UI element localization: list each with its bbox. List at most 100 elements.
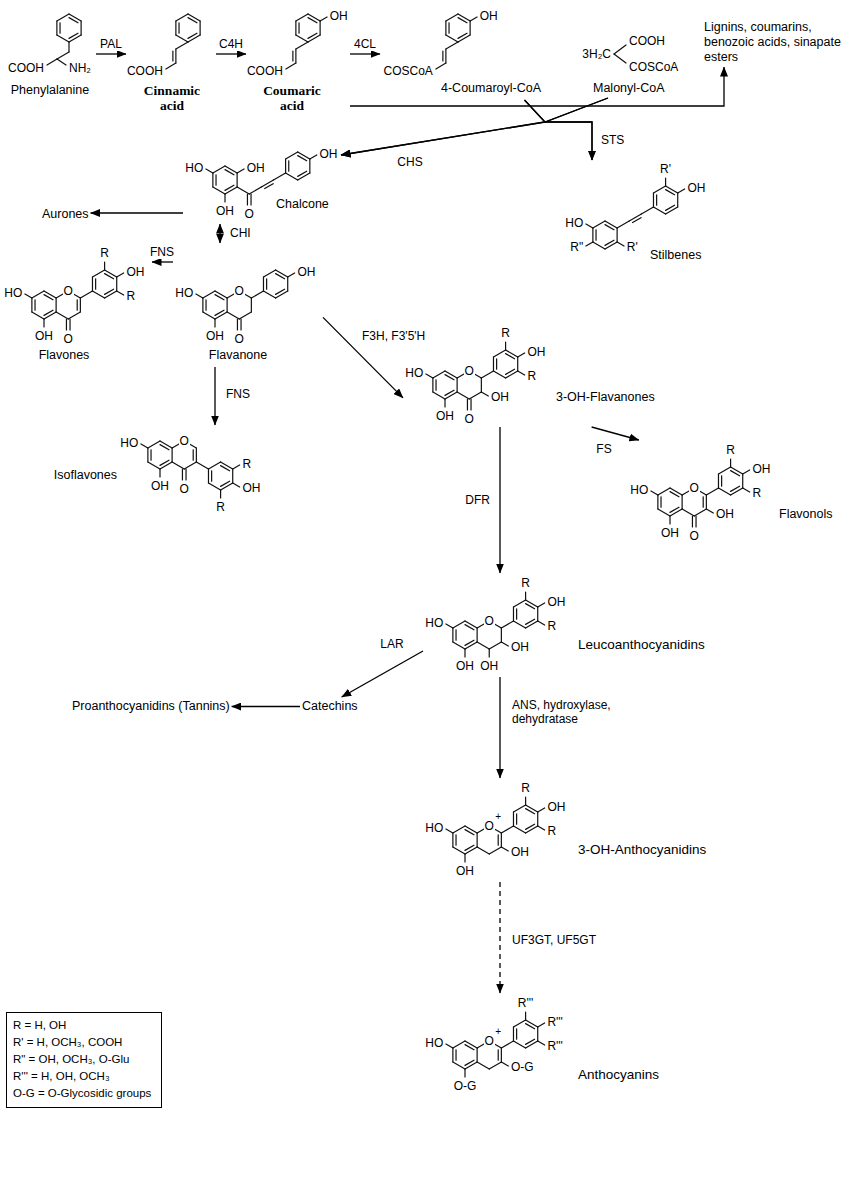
atom-label: O [179, 482, 190, 496]
bond-line [193, 450, 194, 460]
bond-line [32, 312, 44, 319]
bond-line [477, 833, 478, 847]
bond-line [232, 469, 233, 483]
bond-line [605, 225, 614, 230]
bond-line [188, 33, 197, 38]
bond-line [205, 300, 206, 310]
atom-label: R [520, 576, 531, 590]
bond-line [498, 835, 499, 845]
compound-structure: R'OHHOR'R"Stilbenes [563, 160, 711, 264]
bond-line [208, 469, 209, 483]
bond-line [513, 1020, 525, 1027]
bond-line [455, 835, 456, 845]
enzyme-label: F3H, F3'5'H [360, 329, 427, 343]
bond-line [69, 35, 81, 42]
compound-structure: COOHNH₂Phenylalanine [4, 8, 96, 100]
bond-line [446, 14, 458, 21]
atom-label: O [484, 819, 495, 833]
bond-line [465, 640, 474, 645]
bond-line [513, 621, 525, 628]
bond-line [296, 42, 308, 49]
bond-line [34, 300, 35, 310]
compound-name: Isoflavones [53, 468, 118, 483]
atom-label: R''' [517, 996, 535, 1010]
bond-line [695, 516, 696, 527]
bond-line [444, 399, 445, 407]
enzyme-label: PAL [98, 37, 124, 51]
bond-line [586, 242, 593, 246]
bond-line [657, 495, 658, 509]
bond-line [465, 847, 477, 854]
bond-line [525, 797, 526, 805]
bond-line [57, 35, 69, 42]
bond-line [285, 159, 286, 173]
bond-line [718, 488, 730, 495]
bond-line [506, 350, 518, 357]
enzyme-label: FNS [224, 387, 252, 401]
atom-label: COSCoA [628, 60, 679, 74]
bond-line [731, 467, 743, 474]
bond-line [465, 642, 477, 649]
bond-line [731, 486, 740, 491]
bond-line [506, 371, 518, 378]
bond-line [172, 51, 173, 61]
compound-structure: 3H₂CCOOHCOSCoAMalonyl-CoA [572, 24, 692, 98]
atom-label: OH [660, 526, 680, 540]
bond-line [446, 35, 458, 42]
bond-line [658, 488, 670, 495]
bond-line [465, 625, 474, 630]
enzyme-label: DFR [463, 493, 492, 507]
atom-label: 3H₂C [581, 47, 612, 61]
compound-name: Anthocyanins [577, 1067, 660, 1083]
bond-line [538, 808, 545, 812]
bond-line [298, 173, 310, 180]
bond-line [526, 621, 538, 628]
bond-line [526, 826, 538, 833]
bond-line [445, 371, 457, 378]
bond-line [239, 312, 251, 319]
bond-line [706, 488, 718, 495]
bond-line [464, 649, 465, 657]
reaction-arrow [91, 212, 183, 213]
bond-line [276, 289, 285, 294]
bond-line [513, 1027, 514, 1041]
bond-line [176, 14, 188, 21]
atom-label: OH [715, 507, 735, 521]
bond-line [160, 460, 169, 465]
atom-label: O [484, 1034, 495, 1048]
bond-line [501, 847, 508, 851]
bond-line [477, 628, 478, 642]
definition-line: R" = OH, OCH₃, O-Glu [13, 1051, 151, 1068]
enzyme-label: STS [599, 133, 626, 147]
compound-structure: HOOROHROHOHOFlavonols [628, 440, 846, 544]
bond-line [538, 826, 545, 830]
bond-line [464, 854, 465, 862]
bond-line [477, 642, 489, 649]
bond-line [617, 242, 624, 246]
atom-label: OH [490, 390, 510, 404]
atom-label: OH [329, 9, 349, 23]
bond-line [56, 298, 57, 312]
bond-line [537, 812, 538, 826]
atom-label: OH [546, 800, 566, 814]
bond-line [501, 628, 502, 642]
bond-line [592, 228, 593, 242]
atom-label: R" [569, 240, 584, 254]
bond-line [286, 63, 296, 69]
compound-name: Proanthocyanidins (Tannins) [72, 699, 230, 714]
atom-label: R''' [546, 1039, 564, 1053]
bond-line [211, 471, 212, 481]
bond-line [506, 354, 515, 359]
bond-line [501, 1062, 508, 1066]
reaction-arrow [499, 882, 500, 993]
bond-line [213, 166, 225, 173]
bond-line [452, 628, 453, 642]
reaction-arrow [592, 427, 639, 440]
bond-line [172, 462, 184, 469]
bond-line [309, 159, 310, 173]
bond-line [276, 274, 285, 279]
definition-line: R' = H, OCH₃, COOH [13, 1034, 151, 1051]
bond-line [501, 642, 508, 646]
enzyme-label: FS [594, 442, 613, 456]
bond-line [221, 462, 233, 469]
